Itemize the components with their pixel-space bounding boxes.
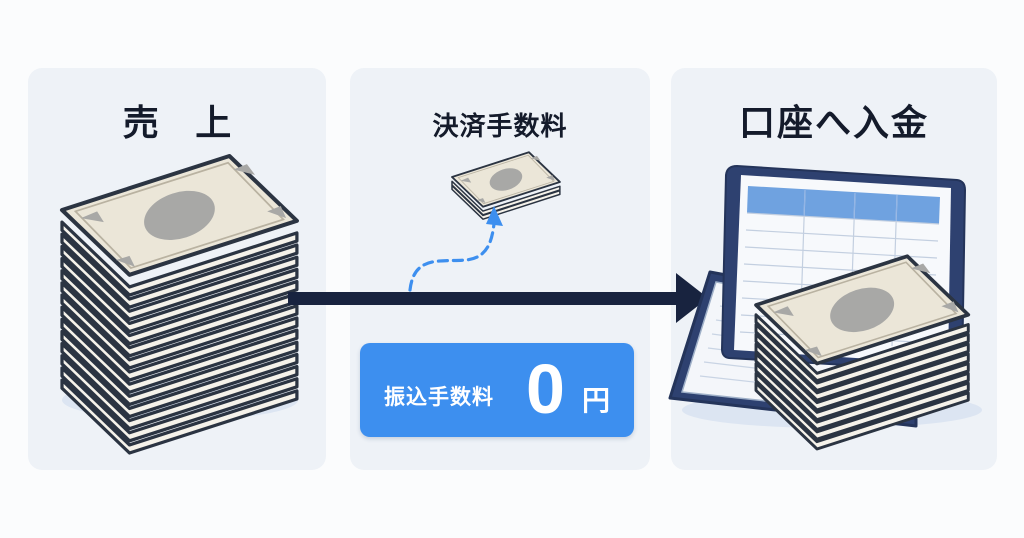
banknote-icon <box>451 151 561 220</box>
transfer-fee-label: 振込手数料 <box>384 385 494 409</box>
fee-title: 決済手数料 <box>432 112 568 142</box>
arrow-right-icon <box>288 273 708 323</box>
deposit-title: 口座へ入金 <box>738 103 929 144</box>
transfer-fee-amount: 0 <box>526 350 565 428</box>
transfer-fee-badge: 振込手数料 0 円 <box>360 343 634 437</box>
dashed-curved-arrow-icon <box>408 206 503 292</box>
transfer-fee-unit: 円 <box>582 384 611 417</box>
sales-title: 売 上 <box>122 103 244 144</box>
banknote-stack-icon <box>62 156 298 455</box>
